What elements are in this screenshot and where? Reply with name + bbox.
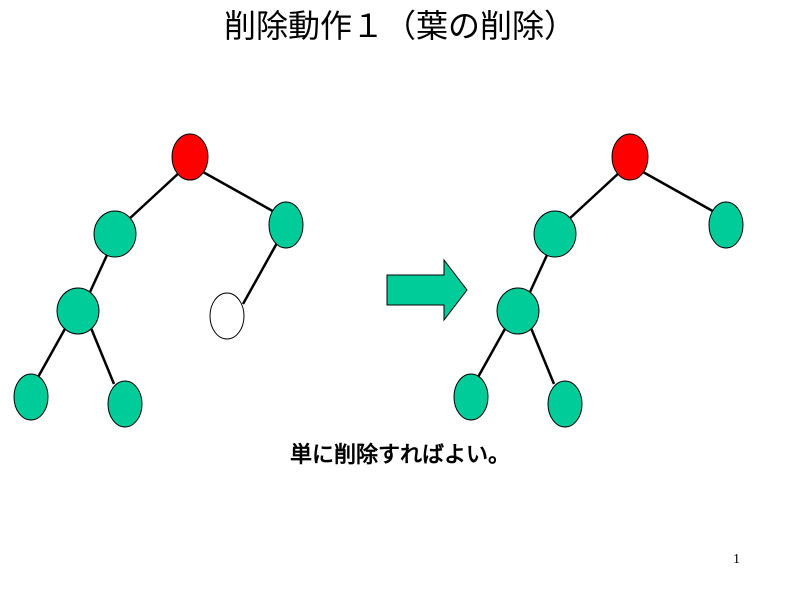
before-tree-edges	[35, 170, 279, 385]
after-tree-nodes	[453, 133, 744, 428]
tree-node-left-left-right	[107, 380, 143, 428]
before-tree-nodes	[13, 133, 304, 428]
after-tree	[453, 133, 744, 428]
edge-left-leftleft	[88, 254, 109, 293]
edge-right-rightleft	[241, 242, 279, 305]
edge-root-right	[202, 170, 279, 216]
edge-left-leftleft	[528, 254, 549, 293]
edge-root-left	[127, 171, 181, 221]
edge-root-left	[567, 171, 621, 221]
tree-node-deleted	[209, 292, 245, 340]
edge-leftleft-leftleftright	[89, 327, 116, 385]
tree-node-left-left	[496, 287, 540, 335]
tree-node-left-left	[56, 287, 100, 335]
transition-arrow	[386, 258, 468, 322]
tree-node-root	[171, 133, 209, 181]
edge-root-right	[642, 170, 719, 216]
tree-node-left	[533, 210, 577, 258]
after-tree-edges	[475, 170, 719, 385]
tree-node-left	[93, 210, 137, 258]
edge-leftleft-leftleftleft	[35, 326, 68, 380]
page-number: 1	[733, 552, 740, 567]
tree-node-left-left-right	[547, 380, 583, 428]
tree-node-right	[268, 201, 304, 249]
tree-node-root	[611, 133, 649, 181]
tree-node-left-left-left	[13, 373, 49, 421]
caption-text: 単に削除すればよい。	[289, 443, 510, 468]
edge-leftleft-leftleftright	[529, 327, 556, 385]
tree-node-right	[708, 201, 744, 249]
slide-title: 削除動作１（葉の削除）	[223, 7, 576, 45]
edge-leftleft-leftleftleft	[475, 326, 508, 380]
before-tree	[13, 133, 304, 428]
tree-node-left-left-left	[453, 373, 489, 421]
